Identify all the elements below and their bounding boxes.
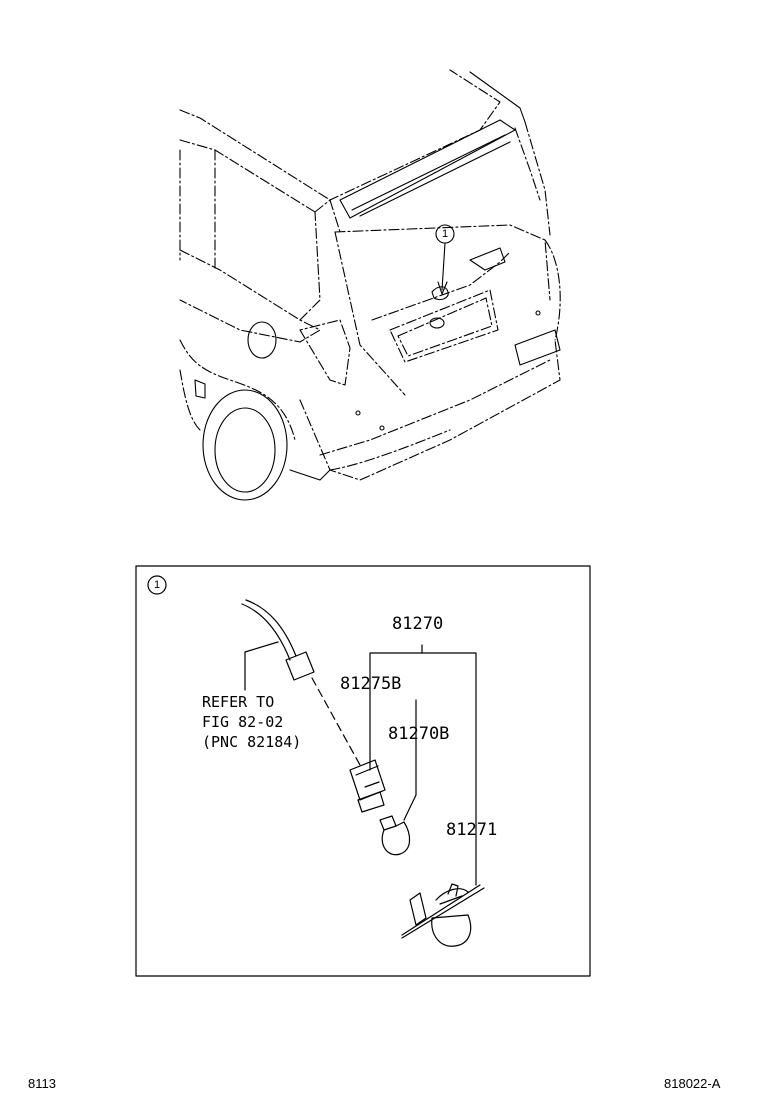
top-callout-number: 1	[441, 228, 449, 240]
footer-figure-code: 818022-A	[664, 1076, 721, 1091]
vehicle-rear-illustration	[179, 69, 561, 501]
inset-callout-number: 1	[153, 579, 161, 591]
part-number-81270b: 81270B	[388, 724, 450, 744]
reference-note-line: FIG 82-02	[202, 713, 284, 731]
part-number-81271: 81271	[446, 820, 498, 840]
reference-note-line: REFER TO	[202, 693, 275, 711]
footer-page-code: 8113	[28, 1076, 56, 1091]
reference-note-line: (PNC 82184)	[202, 733, 302, 751]
part-number-81275b: 81275B	[340, 674, 402, 694]
reference-note: REFER TO FIG 82-02 (PNC 82184)	[202, 692, 301, 752]
part-number-81270: 81270	[392, 614, 444, 634]
